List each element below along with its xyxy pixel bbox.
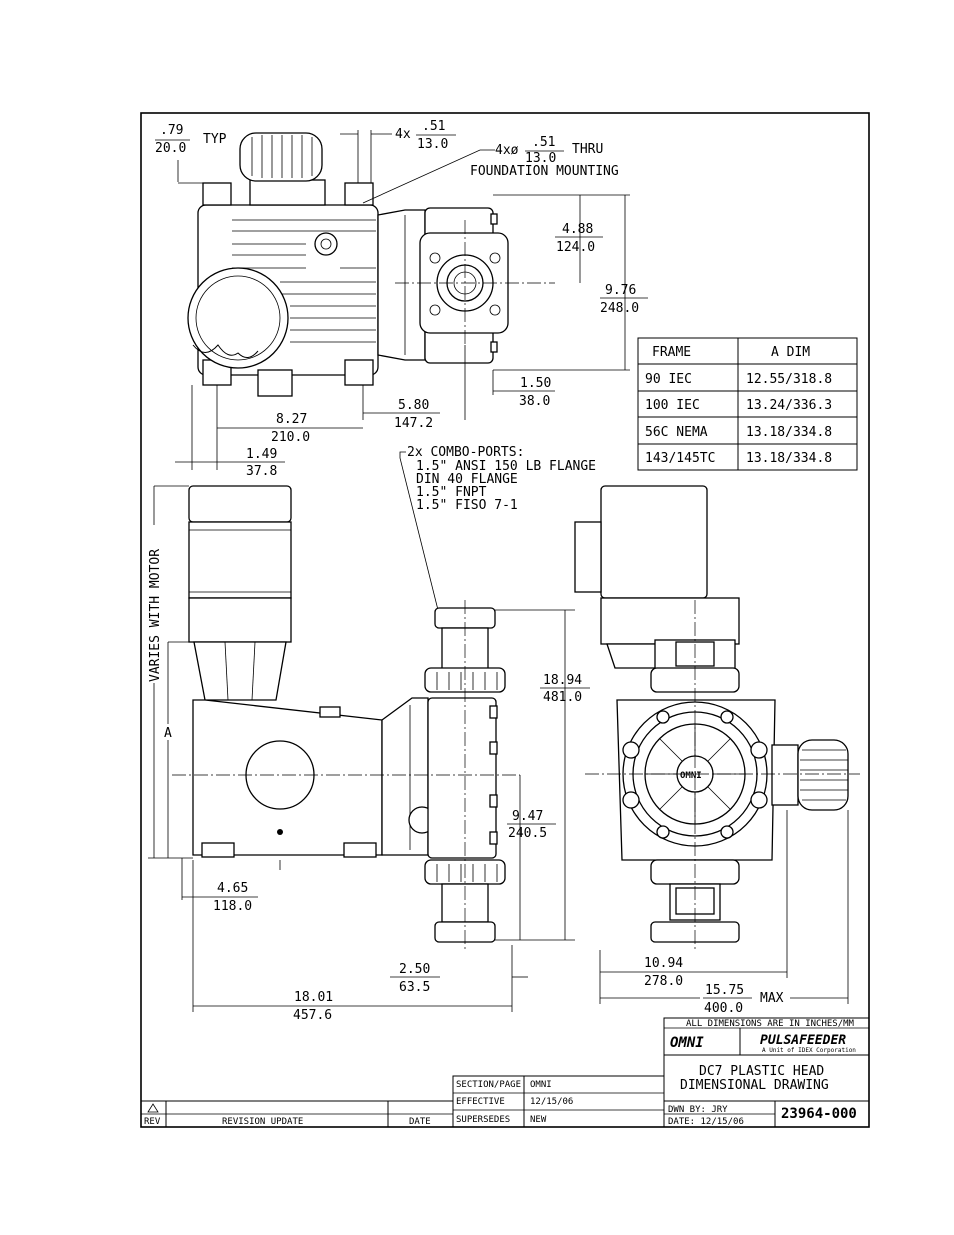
dim-1094-bottom: 278.0: [644, 974, 683, 989]
drawing-title-line1: DC7 PLASTIC HEAD: [699, 1064, 824, 1079]
brand-subtitle: A Unit of IDEX Corporation: [762, 1047, 856, 1054]
ports-note: 2x COMBO-PORTS: 1.5" ANSI 150 LB FLANGE …: [399, 445, 596, 611]
dim-580-bottom: 147.2: [394, 416, 433, 431]
dim-250-top: 2.50: [399, 962, 430, 977]
front-view-dimensions: 10.94 278.0 15.75 400.0 MAX: [599, 810, 849, 1016]
dim-149-bottom: 37.8: [246, 464, 277, 479]
section-label: SECTION/PAGE: [456, 1080, 521, 1090]
dim-1801-bottom: 457.6: [293, 1008, 332, 1023]
dim-varies-with-motor: VARIES WITH MOTOR: [148, 549, 163, 682]
dim-149-top: 1.49: [246, 447, 277, 462]
ports-note-line: 1.5" FISO 7-1: [416, 498, 518, 513]
table-header-a-dim: A DIM: [771, 345, 810, 360]
dim-488-bottom: 124.0: [556, 240, 595, 255]
ports-note-line: 1.5" FNPT: [416, 485, 487, 500]
table-cell: 13.18/334.8: [746, 451, 832, 466]
dim-079-suffix: TYP: [203, 132, 227, 147]
dim-1575-bottom: 400.0: [704, 1001, 743, 1016]
front-view: OMNI: [574, 485, 860, 950]
dim-a-label: A: [164, 726, 172, 741]
dim-827-bottom: 210.0: [271, 430, 310, 445]
omni-badge: OMNI: [680, 771, 702, 781]
top-view-dimensions: .79 20.0 TYP 4x .51 13.0 4xø .51 13.0 TH…: [155, 119, 648, 479]
title-block: ALL DIMENSIONS ARE IN INCHES/MM OMNI PUL…: [141, 1017, 870, 1128]
dim-1801-top: 18.01: [294, 990, 333, 1005]
dim-051-prefix: 4x: [395, 127, 411, 142]
dim-488-top: 4.88: [562, 222, 593, 237]
omni-logo: OMNI: [670, 1035, 704, 1051]
dim-1575-suffix: MAX: [760, 991, 784, 1006]
drawing-title-line2: DIMENSIONAL DRAWING: [680, 1078, 829, 1093]
dim-thru-prefix: 4xø: [495, 143, 519, 158]
table-cell: 56C NEMA: [645, 425, 708, 440]
section-value: OMNI: [530, 1080, 552, 1090]
table-header-frame: FRAME: [652, 345, 691, 360]
dim-1094-top: 10.94: [644, 956, 683, 971]
dim-051-bottom: 13.0: [417, 137, 448, 152]
dim-051-top: .51: [422, 119, 445, 134]
dim-976-bottom: 248.0: [600, 301, 639, 316]
dim-947-bottom: 240.5: [508, 826, 547, 841]
effective-value: 12/15/06: [530, 1097, 573, 1107]
dim-150-top: 1.50: [520, 376, 551, 391]
revision-label: REVISION UPDATE: [222, 1117, 303, 1127]
side-view: [172, 485, 520, 950]
supersedes-label: SUPERSEDES: [456, 1115, 510, 1125]
ports-note-line: 2x COMBO-PORTS:: [407, 445, 524, 460]
effective-label: EFFECTIVE: [456, 1097, 505, 1107]
dim-079-top: .79: [160, 123, 183, 138]
drawing-date: DATE: 12/15/06: [668, 1117, 744, 1127]
dim-thru-note: FOUNDATION MOUNTING: [470, 164, 619, 179]
table-cell: 12.55/318.8: [746, 372, 832, 387]
supersedes-value: NEW: [530, 1115, 547, 1125]
dim-thru-bottom: 13.0: [525, 151, 556, 166]
table-cell: 13.18/334.8: [746, 425, 832, 440]
table-cell: 90 IEC: [645, 372, 692, 387]
dim-465-bottom: 118.0: [213, 899, 252, 914]
dim-1894-bottom: 481.0: [543, 690, 582, 705]
units-note: ALL DIMENSIONS ARE IN INCHES/MM: [686, 1019, 855, 1029]
dim-1575-top: 15.75: [705, 983, 744, 998]
rev-label: REV: [144, 1117, 161, 1127]
frame-table: FRAME A DIM 90 IEC 12.55/318.8 100 IEC 1…: [637, 337, 858, 471]
dim-thru-suffix: THRU: [572, 142, 603, 157]
dim-150-bottom: 38.0: [519, 394, 550, 409]
table-cell: 100 IEC: [645, 398, 700, 413]
date-label: DATE: [409, 1117, 431, 1127]
ports-note-line: DIN 40 FLANGE: [416, 472, 518, 487]
drawn-by: DWN BY: JRY: [668, 1105, 728, 1115]
dim-580-top: 5.80: [398, 398, 429, 413]
dim-1894-top: 18.94: [543, 673, 582, 688]
table-cell: 13.24/336.3: [746, 398, 832, 413]
dim-079-bottom: 20.0: [155, 141, 186, 156]
top-view: [187, 132, 555, 397]
dim-827-top: 8.27: [276, 412, 307, 427]
dim-947-top: 9.47: [512, 809, 543, 824]
dim-250-bottom: 63.5: [399, 980, 430, 995]
side-view-dimensions: VARIES WITH MOTOR A 18.94 481.0 9.47 240…: [147, 485, 590, 1023]
ports-note-line: 1.5" ANSI 150 LB FLANGE: [416, 459, 596, 474]
dim-thru-top: .51: [532, 135, 555, 150]
dim-465-top: 4.65: [217, 881, 248, 896]
table-cell: 143/145TC: [645, 451, 715, 466]
dim-976-top: 9.76: [605, 283, 636, 298]
drawing-number: 23964-000: [781, 1106, 857, 1122]
pulsafeeder-logo: PULSAFEEDER: [760, 1033, 846, 1048]
